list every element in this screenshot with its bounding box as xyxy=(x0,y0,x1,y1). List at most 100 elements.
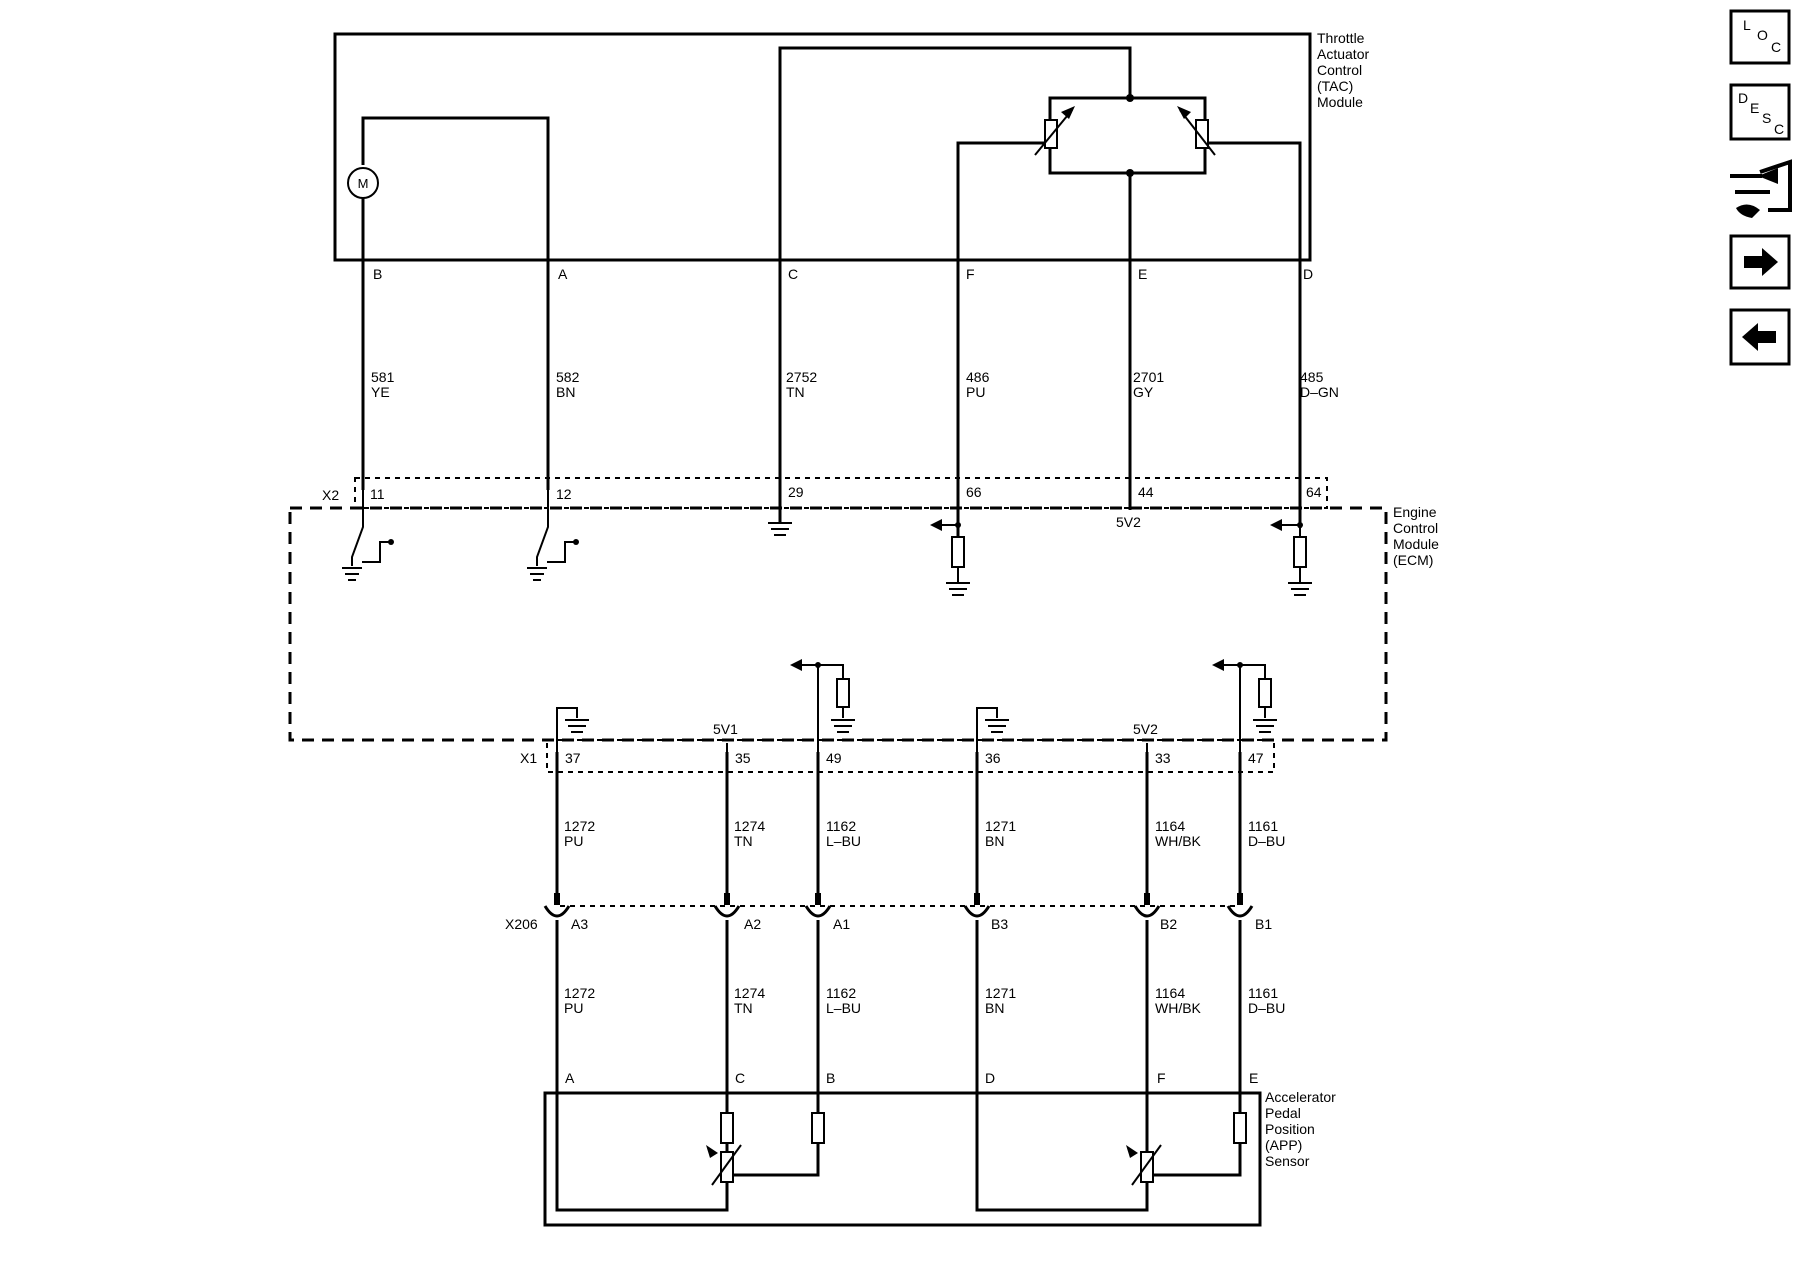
svg-text:1164: 1164 xyxy=(1155,985,1185,1001)
svg-text:BN: BN xyxy=(985,1000,1004,1016)
svg-text:L: L xyxy=(1743,17,1751,33)
svg-text:TN: TN xyxy=(786,384,805,400)
svg-text:12: 12 xyxy=(556,486,572,502)
svg-text:C: C xyxy=(1774,121,1784,137)
svg-text:A: A xyxy=(558,266,568,282)
svg-text:1162: 1162 xyxy=(826,985,856,1001)
svg-text:D: D xyxy=(1738,90,1748,106)
svg-text:2752: 2752 xyxy=(786,369,817,385)
svg-text:O: O xyxy=(1757,27,1768,43)
x206-harness-wires xyxy=(555,920,1242,1093)
tac-pin-c-wire xyxy=(778,46,1132,490)
ecm-module-label: Engine Control Module (ECM) xyxy=(1393,504,1439,568)
svg-text:Pedal: Pedal xyxy=(1265,1105,1301,1121)
svg-text:E: E xyxy=(1249,1070,1258,1086)
ecm-ground-pin-29 xyxy=(768,490,792,536)
svg-text:64: 64 xyxy=(1306,484,1322,500)
previous-button[interactable] xyxy=(1729,308,1791,366)
svg-text:B2: B2 xyxy=(1160,916,1177,932)
svg-text:2701: 2701 xyxy=(1133,369,1164,385)
svg-text:1274: 1274 xyxy=(734,818,765,834)
svg-text:581: 581 xyxy=(371,369,395,385)
svg-text:47: 47 xyxy=(1248,750,1264,766)
x1-harness-wires xyxy=(555,752,1242,893)
svg-text:A2: A2 xyxy=(744,916,761,932)
svg-text:1272: 1272 xyxy=(564,985,595,1001)
x206-terminal xyxy=(1133,893,1161,918)
ecm-motor-driver-2 xyxy=(527,490,579,581)
ecm-ground-pin-37 xyxy=(556,707,589,752)
svg-text:D: D xyxy=(985,1070,995,1086)
desc-button[interactable]: D E S C xyxy=(1729,83,1791,141)
ecm-5v2-reference-x1: 5V2 xyxy=(1133,721,1158,737)
svg-text:F: F xyxy=(966,266,975,282)
svg-text:Position: Position xyxy=(1265,1121,1315,1137)
next-button[interactable] xyxy=(1729,234,1791,290)
svg-text:YE: YE xyxy=(371,384,390,400)
tac-sensor-1-resistor xyxy=(1034,106,1075,156)
svg-text:TN: TN xyxy=(734,1000,753,1016)
svg-text:1271: 1271 xyxy=(985,985,1016,1001)
svg-text:D–BU: D–BU xyxy=(1248,1000,1285,1016)
svg-text:L–BU: L–BU xyxy=(826,1000,861,1016)
x1-circuit-labels: 1272 PU 1274 TN 1162 L–BU 1271 BN 1164 W… xyxy=(564,818,1285,849)
svg-text:Control: Control xyxy=(1317,62,1362,78)
svg-text:D–BU: D–BU xyxy=(1248,833,1285,849)
svg-text:Sensor: Sensor xyxy=(1265,1153,1310,1169)
svg-text:33: 33 xyxy=(1155,750,1171,766)
x2-connector xyxy=(354,477,1328,509)
x206-circuit-labels: 1272 PU 1274 TN 1162 L–BU 1271 BN 1164 W… xyxy=(564,985,1285,1016)
app-sensor-1-circuit xyxy=(555,1093,825,1212)
ecm-signal-input-pin-66 xyxy=(930,519,970,596)
x1-connector xyxy=(546,739,1275,773)
svg-text:582: 582 xyxy=(556,369,580,385)
svg-text:GY: GY xyxy=(1133,384,1154,400)
svg-text:PU: PU xyxy=(564,1000,583,1016)
ecm-signal-input-pin-49 xyxy=(790,659,855,752)
loc-button[interactable]: L O C xyxy=(1729,9,1791,65)
x206-terminal xyxy=(1226,893,1254,918)
svg-text:11: 11 xyxy=(370,486,385,502)
svg-text:Throttle: Throttle xyxy=(1317,30,1365,46)
svg-text:66: 66 xyxy=(966,484,982,500)
svg-text:TN: TN xyxy=(734,833,753,849)
svg-text:49: 49 xyxy=(826,750,842,766)
tac-terminal-labels: B A C F E D xyxy=(373,266,1313,282)
svg-text:1272: 1272 xyxy=(564,818,595,834)
svg-text:E: E xyxy=(1138,266,1147,282)
x206-connector-label: X206 xyxy=(505,916,538,932)
motor-loop xyxy=(361,116,550,490)
connector-tool-icon[interactable] xyxy=(1730,159,1792,218)
ecm-signal-input-pin-64 xyxy=(1270,519,1312,596)
svg-text:36: 36 xyxy=(985,750,1001,766)
svg-text:E: E xyxy=(1750,100,1759,116)
svg-text:Control: Control xyxy=(1393,520,1438,536)
svg-text:L–BU: L–BU xyxy=(826,833,861,849)
tac-circuit-labels: 581 YE 582 BN 2752 TN 486 PU 2701 GY 485… xyxy=(371,369,1339,400)
svg-text:PU: PU xyxy=(966,384,985,400)
svg-text:485: 485 xyxy=(1300,369,1324,385)
x2-connector-label: X2 xyxy=(322,487,339,503)
svg-text:Accelerator: Accelerator xyxy=(1265,1089,1336,1105)
svg-text:35: 35 xyxy=(735,750,751,766)
svg-text:(ECM): (ECM) xyxy=(1393,552,1433,568)
svg-text:B1: B1 xyxy=(1255,916,1272,932)
svg-text:F: F xyxy=(1157,1070,1166,1086)
app-sensor-box xyxy=(543,1091,1262,1227)
ecm-signal-input-pin-47 xyxy=(1212,659,1277,752)
svg-text:1164: 1164 xyxy=(1155,818,1185,834)
ecm-motor-driver-1 xyxy=(342,490,394,581)
svg-text:1274: 1274 xyxy=(734,985,765,1001)
app-terminal-labels: A C B D F E xyxy=(565,1070,1258,1086)
svg-text:B: B xyxy=(826,1070,835,1086)
svg-text:Actuator: Actuator xyxy=(1317,46,1369,62)
svg-text:Module: Module xyxy=(1393,536,1439,552)
svg-text:A3: A3 xyxy=(571,916,588,932)
svg-text:1161: 1161 xyxy=(1248,818,1278,834)
svg-text:B3: B3 xyxy=(991,916,1008,932)
svg-text:C: C xyxy=(1771,39,1781,55)
app-sensor-label: Accelerator Pedal Position (APP) Sensor xyxy=(1265,1089,1336,1169)
tac-module-box xyxy=(333,32,1312,262)
svg-text:C: C xyxy=(788,266,798,282)
